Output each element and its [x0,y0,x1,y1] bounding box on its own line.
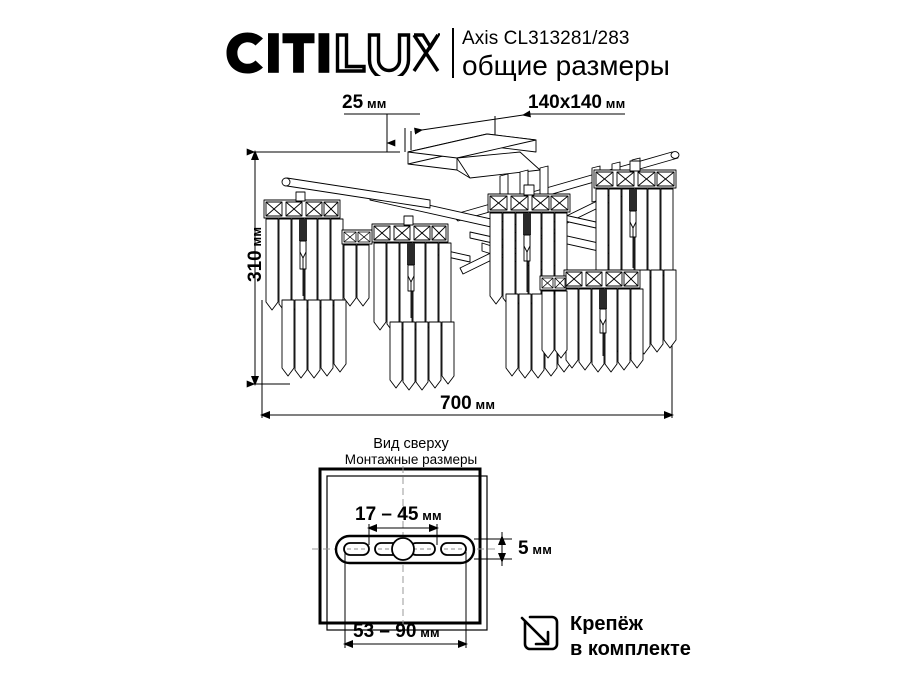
model-number: Axis CL313281/283 [462,28,630,49]
top-view-label-line1: Вид сверху [373,436,449,452]
citilux-logo [224,30,440,76]
top-view-label-line2: Монтажные размеры [344,452,478,467]
dim-label-310mm: 310 мм [245,226,266,282]
badge-line-2: в комплекте [570,638,691,660]
dim-label-700mm: 700 мм [440,393,496,414]
page-header: Axis CL313281/283 общие размеры [0,10,900,84]
dim-label-53-90mm: 53 – 90 мм [353,621,440,642]
dim-label-5mm: 5 мм [518,538,553,559]
header-divider [452,28,454,78]
dim-label-25mm: 25 мм [342,92,387,113]
dim-label-140x140mm: 140x140 мм [528,92,626,113]
page-title: общие размеры [462,50,670,81]
arrow-down-right-in-box-icon [516,614,560,658]
badge-text: Крепёж в комплекте [570,612,691,662]
dim-label-17-45mm: 17 – 45 мм [355,504,442,525]
badge-line-1: Крепёж [570,613,643,635]
mounting-hardware-badge: Крепёж в комплекте [516,608,726,666]
